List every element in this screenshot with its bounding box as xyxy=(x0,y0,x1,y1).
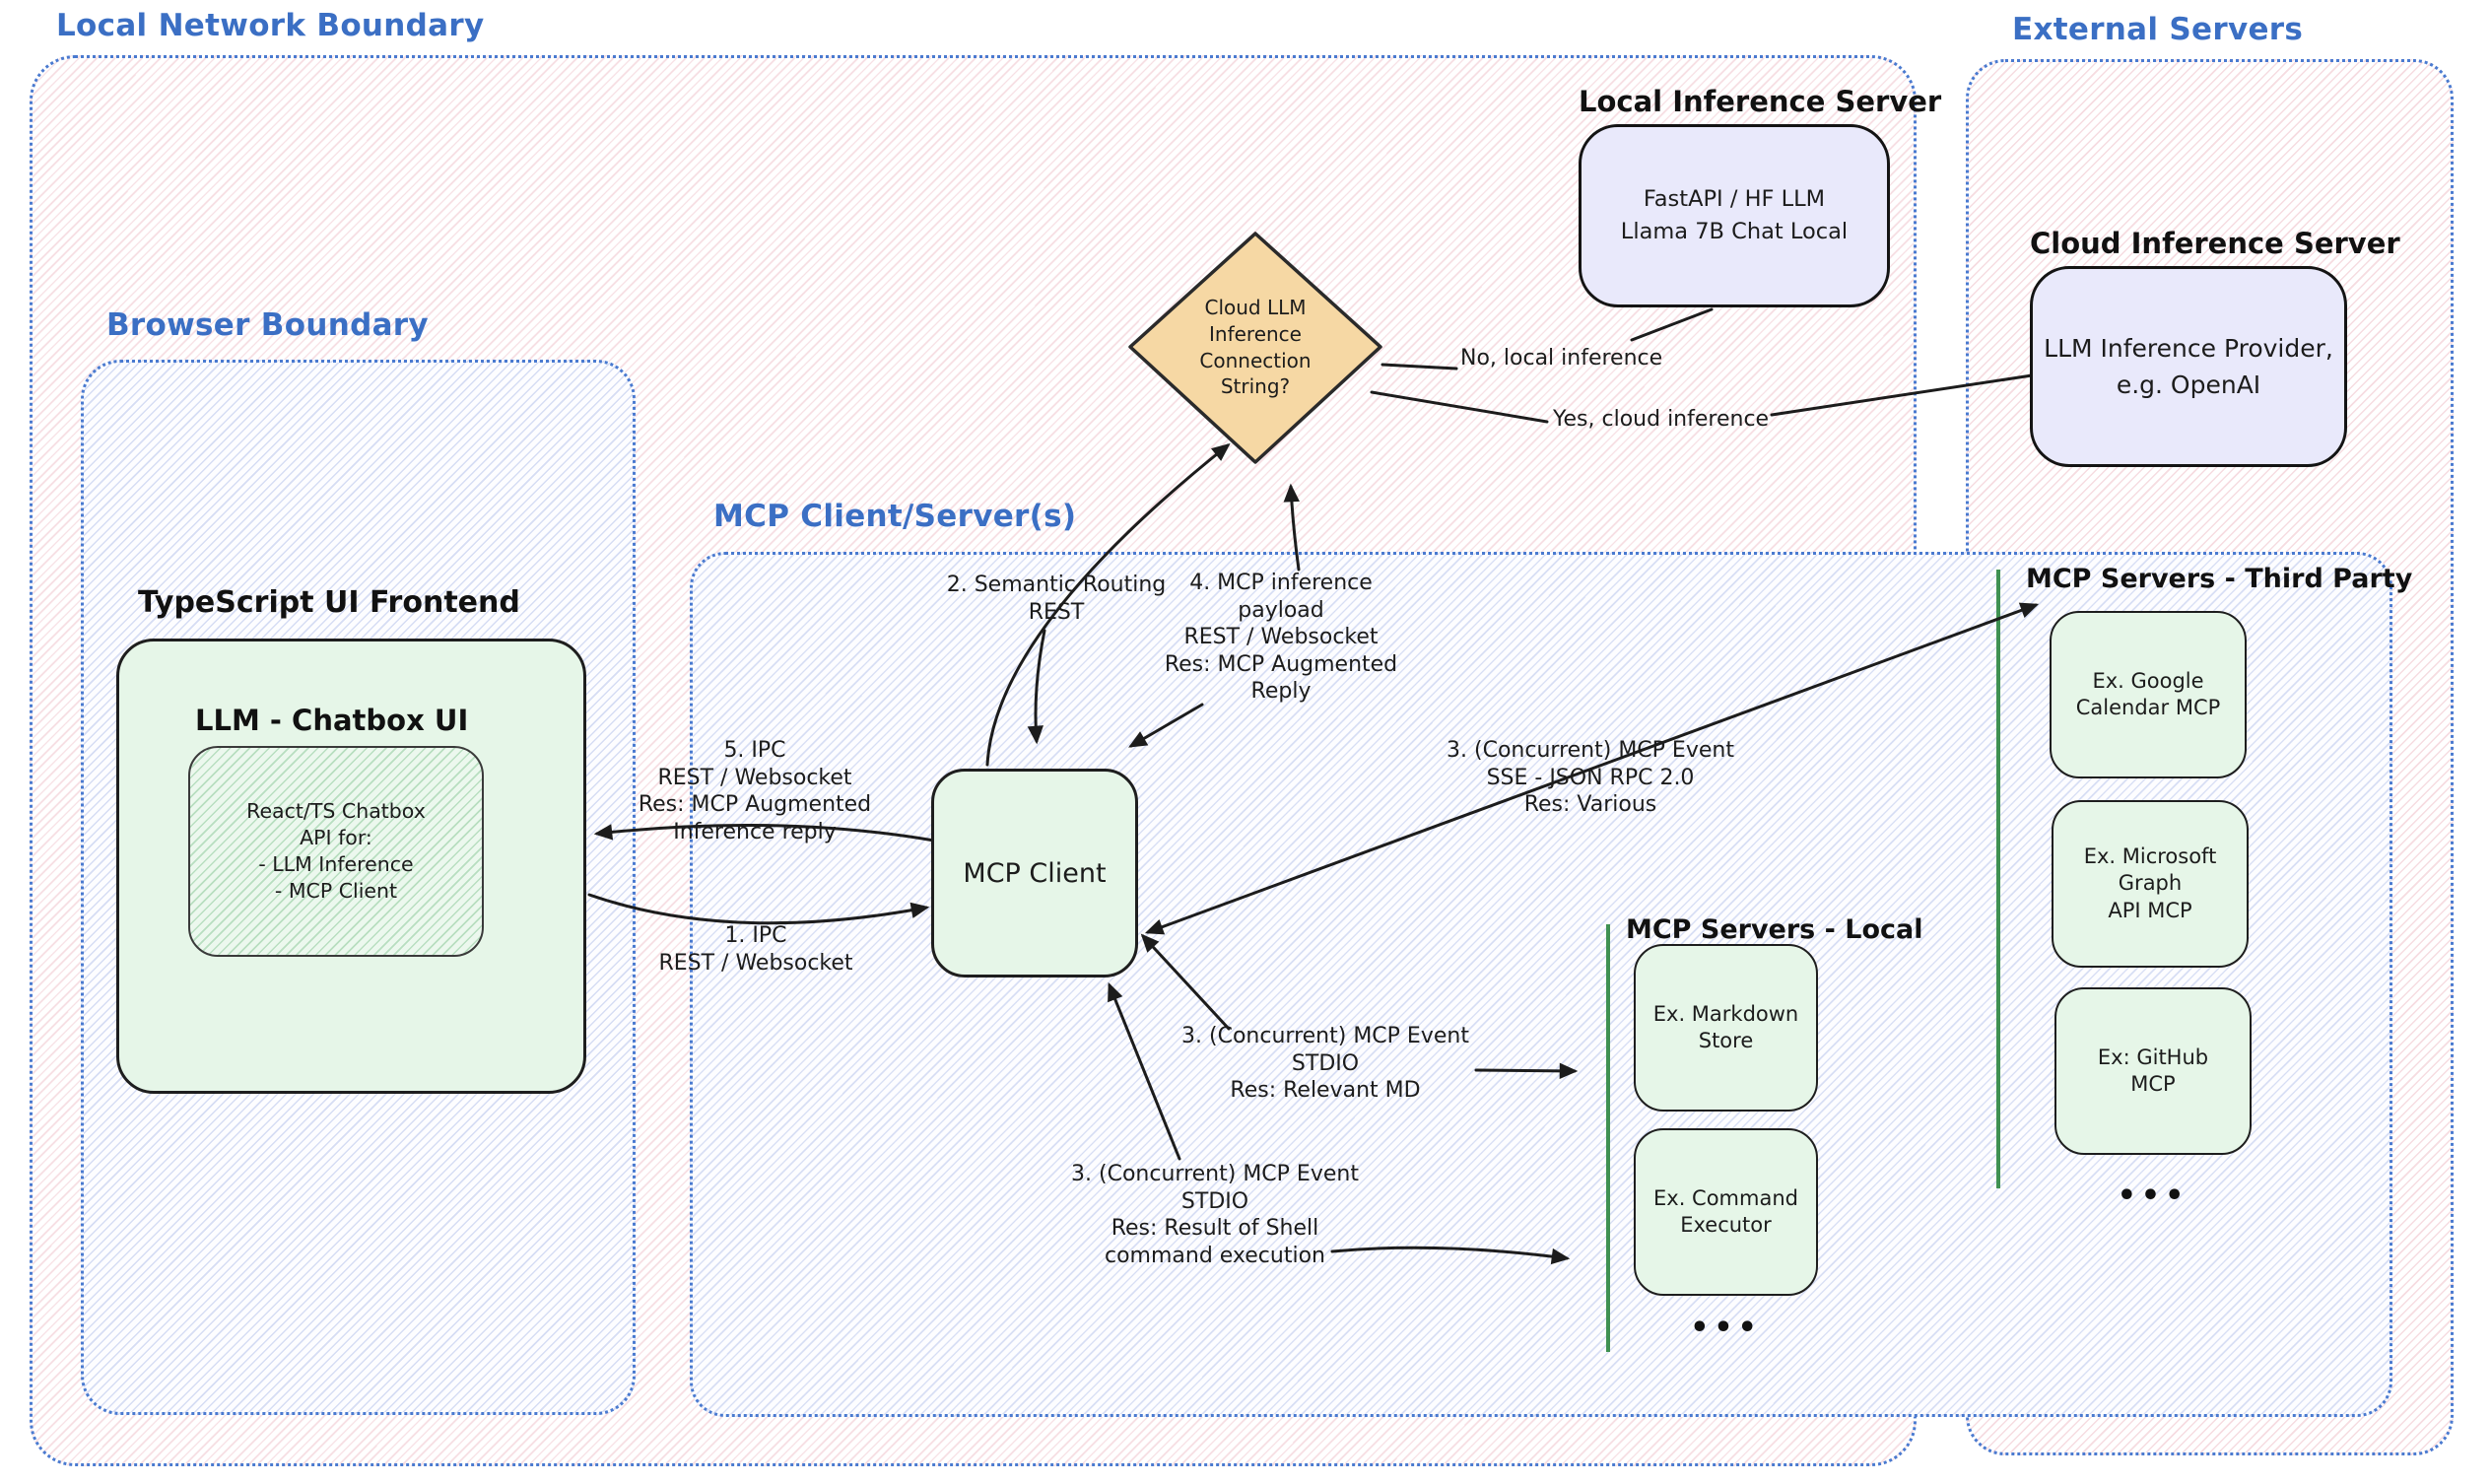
edge-label-mcp-event-sse: 3. (Concurrent) MCP Event SSE - JSON RPC… xyxy=(1447,738,1734,817)
cloud-inference-node: LLM Inference Provider, e.g. OpenAI xyxy=(2030,266,2347,467)
microsoft-graph-mcp-node: Ex. Microsoft Graph API MCP xyxy=(2052,800,2249,968)
external-servers-label: External Servers xyxy=(2012,12,2304,47)
local-inference-title: Local Inference Server xyxy=(1579,85,1942,118)
local-servers-ellipsis: ••• xyxy=(1690,1311,1762,1345)
markdown-store-node: Ex. Markdown Store xyxy=(1634,944,1818,1112)
local-network-boundary-label: Local Network Boundary xyxy=(56,8,485,43)
mcp-client-node: MCP Client xyxy=(931,769,1138,978)
mcp-client-server-label: MCP Client/Server(s) xyxy=(713,499,1077,534)
chatbox-node: React/TS Chatbox API for: - LLM Inferenc… xyxy=(188,746,484,957)
chatbox-title: LLM - Chatbox UI xyxy=(195,704,469,737)
decision-diamond-text: Cloud LLM Inference Connection String? xyxy=(1199,296,1312,399)
edge-label-inference-payload: 4. MCP inference payload REST / Websocke… xyxy=(1164,571,1398,704)
cloud-inference-title: Cloud Inference Server xyxy=(2030,227,2400,260)
frontend-title: TypeScript UI Frontend xyxy=(138,585,520,620)
third-party-servers-group-title: MCP Servers - Third Party xyxy=(2026,564,2413,594)
edge-label-no-branch: No, local inference xyxy=(1460,346,1663,371)
command-executor-node: Ex. Command Executor xyxy=(1634,1128,1818,1296)
local-servers-group-title: MCP Servers - Local xyxy=(1626,914,1923,945)
google-calendar-mcp-node: Ex. Google Calendar MCP xyxy=(2050,611,2247,778)
edge-label-ipc-request: 1. IPC REST / Websocket xyxy=(658,923,853,976)
edge-label-yes-branch: Yes, cloud inference xyxy=(1553,407,1770,432)
edge-label-mcp-event-stdio-markdown: 3. (Concurrent) MCP Event STDIO Res: Rel… xyxy=(1181,1024,1469,1103)
browser-boundary-label: Browser Boundary xyxy=(106,307,429,343)
github-mcp-node: Ex: GitHub MCP xyxy=(2054,987,2252,1155)
edge-label-ipc-response: 5. IPC REST / Websocket Res: MCP Augment… xyxy=(638,738,872,844)
edge-label-mcp-event-stdio-shell: 3. (Concurrent) MCP Event STDIO Res: Res… xyxy=(1071,1162,1359,1268)
third-party-servers-ellipsis: ••• xyxy=(2117,1179,2189,1213)
local-inference-node: FastAPI / HF LLM Llama 7B Chat Local xyxy=(1579,124,1890,307)
